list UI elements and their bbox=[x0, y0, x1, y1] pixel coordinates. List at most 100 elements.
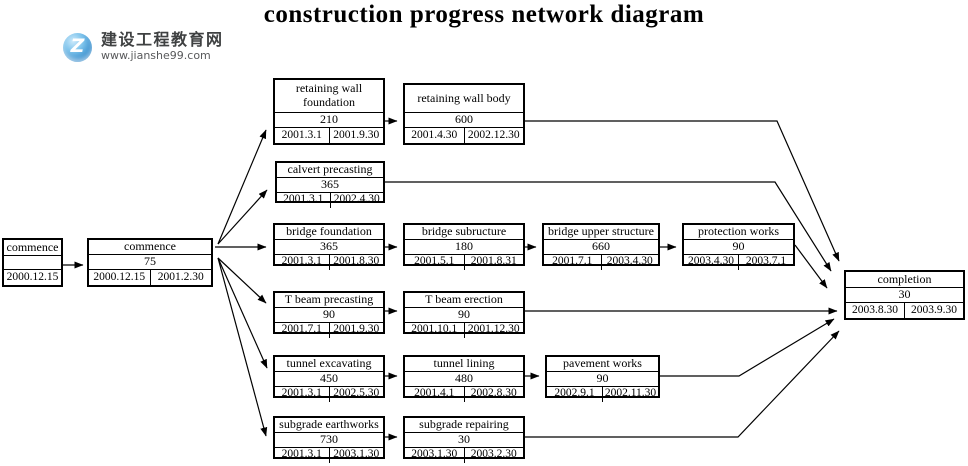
node-retaining-wall-foundation: retaining wall foundation 210 2001.3.1 2… bbox=[273, 78, 385, 145]
node-title: retaining wall foundation bbox=[275, 80, 383, 114]
node-dates: 2001.3.1 2002.5.30 bbox=[275, 386, 384, 402]
node-duration: 210 bbox=[275, 112, 383, 128]
node-dates: 2001.3.1 2001.9.30 bbox=[275, 128, 383, 143]
node-dates: 2000.12.15 bbox=[4, 270, 61, 285]
end-date: 2002.11.30 bbox=[602, 386, 658, 402]
node-title: completion bbox=[846, 272, 963, 289]
node-dates: 2002.9.1 2002.11.30 bbox=[547, 386, 658, 402]
edge-commence-tunnel-excavating bbox=[217, 257, 268, 369]
node-duration bbox=[4, 256, 61, 270]
edge-pavement-completion bbox=[660, 318, 835, 377]
node-title: retaining wall body bbox=[405, 85, 523, 114]
end-date: 2001.2.30 bbox=[149, 270, 212, 285]
node-duration: 75 bbox=[89, 254, 211, 270]
node-duration: 90 bbox=[547, 371, 658, 387]
start-date: 2001.7.1 bbox=[281, 323, 322, 336]
node-title: tunnel lining bbox=[405, 356, 523, 372]
node-tbeam-erection: T beam erection 90 2001.10.1 2001.12.30 bbox=[403, 291, 525, 338]
start-date: 2002.9.1 bbox=[554, 387, 595, 400]
start-date: 2001.3.1 bbox=[281, 255, 322, 268]
node-calvert-precasting: calvert precasting 365 2001.3.1 2002.4.3… bbox=[275, 161, 385, 208]
logo-site-name: 建设工程教育网 bbox=[101, 30, 224, 49]
node-dates: 2001.10.1 2001.12.30 bbox=[405, 322, 524, 338]
node-dates: 2003.1.30 2003.2.30 bbox=[405, 447, 524, 463]
node-subgrade-earthworks: subgrade earthworks 730 2001.3.1 2003.1.… bbox=[273, 416, 385, 463]
node-dates: 2001.3.1 2001.8.30 bbox=[275, 254, 384, 270]
node-title: bridge foundation bbox=[275, 224, 383, 240]
node-dates: 2003.4.30 2003.7.1 bbox=[684, 254, 793, 270]
page-title: construction progress network diagram bbox=[263, 1, 705, 28]
node-start: commence 2000.12.15 bbox=[2, 238, 63, 287]
node-dates: 2001.7.1 2001.9.30 bbox=[275, 322, 384, 338]
start-date: 2003.4.30 bbox=[688, 255, 734, 268]
start-date: 2001.10.1 bbox=[411, 323, 458, 336]
node-duration: 450 bbox=[275, 371, 383, 387]
edge-commence-tbeam-precasting bbox=[217, 257, 267, 304]
logo-circle-icon: Z bbox=[63, 33, 92, 62]
end-date: 2003.4.30 bbox=[600, 254, 659, 270]
start-date: 2001.3.1 bbox=[281, 448, 322, 461]
node-title: commence bbox=[89, 239, 211, 256]
node-duration: 480 bbox=[405, 371, 523, 387]
node-tbeam-precasting: T beam precasting 90 2001.7.1 2001.9.30 bbox=[273, 291, 385, 338]
node-title: calvert precasting bbox=[277, 162, 383, 178]
node-dates: 2001.4.30 2002.12.30 bbox=[405, 128, 523, 143]
node-subgrade-repairing: subgrade repairing 30 2003.1.30 2003.2.3… bbox=[403, 416, 525, 463]
end-date: 2002.12.30 bbox=[463, 128, 524, 143]
node-dates: 2000.12.15 2001.2.30 bbox=[89, 270, 211, 285]
node-title: T beam precasting bbox=[275, 292, 383, 308]
end-date: 2001.8.30 bbox=[328, 254, 384, 270]
node-duration: 365 bbox=[275, 239, 383, 255]
end-date: 2001.9.30 bbox=[328, 128, 384, 143]
start-date: 2001.4.30 bbox=[411, 128, 458, 141]
node-title: subgrade repairing bbox=[405, 417, 523, 433]
end-date: 2003.7.1 bbox=[738, 254, 793, 270]
node-retaining-wall-body: retaining wall body 600 2001.4.30 2002.1… bbox=[403, 83, 525, 145]
start-date: 2001.4.1 bbox=[414, 387, 455, 400]
node-tunnel-excavating: tunnel excavating 450 2001.3.1 2002.5.30 bbox=[273, 355, 385, 402]
edge-commence-subgrade-earthworks bbox=[217, 257, 268, 437]
node-duration: 30 bbox=[846, 287, 963, 303]
end-date: 2002.5.30 bbox=[328, 386, 384, 402]
node-duration: 90 bbox=[275, 307, 383, 323]
node-title: bridge subructure bbox=[405, 224, 523, 240]
end-date: 2001.8.31 bbox=[463, 254, 524, 270]
end-date: 2003.2.30 bbox=[463, 447, 524, 463]
logo-text: 建设工程教育网 www.jianshe99.com bbox=[101, 31, 224, 62]
node-protection-works: protection works 90 2003.4.30 2003.7.1 bbox=[682, 223, 795, 270]
node-title: tunnel excavating bbox=[275, 356, 383, 372]
start-date: 2001.3.1 bbox=[281, 387, 322, 400]
node-title: T beam erection bbox=[405, 292, 523, 308]
start-date: 2001.5.1 bbox=[414, 255, 455, 268]
node-dates: 2001.3.1 2002.4.30 bbox=[277, 192, 384, 208]
node-completion: completion 30 2003.8.30 2003.9.30 bbox=[844, 270, 965, 320]
start-date: 2001.3.1 bbox=[281, 128, 322, 141]
logo-site-url: www.jianshe99.com bbox=[101, 48, 211, 62]
node-title: protection works bbox=[684, 224, 793, 240]
start-date: 2001.7.1 bbox=[552, 255, 593, 268]
node-bridge-foundation: bridge foundation 365 2001.3.1 2001.8.30 bbox=[273, 223, 385, 270]
node-title: pavement works bbox=[547, 356, 658, 372]
end-date: 2001.12.30 bbox=[463, 322, 524, 338]
end-date: 2003.9.30 bbox=[904, 303, 963, 318]
node-duration: 90 bbox=[405, 307, 523, 323]
node-bridge-substructure: bridge subructure 180 2001.5.1 2001.8.31 bbox=[403, 223, 525, 270]
node-duration: 90 bbox=[684, 239, 793, 255]
start-date: 2000.12.15 bbox=[93, 270, 146, 283]
node-duration: 365 bbox=[277, 177, 383, 193]
node-dates: 2001.4.1 2002.8.30 bbox=[405, 386, 524, 402]
end-date: 2001.9.30 bbox=[328, 322, 384, 338]
jianshe99-logo: Z 建设工程教育网 www.jianshe99.com bbox=[63, 31, 224, 62]
node-duration: 660 bbox=[544, 239, 658, 255]
end-date: 2002.8.30 bbox=[463, 386, 524, 402]
end-date: 2002.4.30 bbox=[329, 192, 384, 208]
edge-protection-completion bbox=[794, 244, 828, 289]
node-bridge-upper-structure: bridge upper structure 660 2001.7.1 2003… bbox=[542, 223, 660, 270]
node-commence: commence 75 2000.12.15 2001.2.30 bbox=[87, 238, 213, 287]
end-date: 2003.1.30 bbox=[328, 447, 384, 463]
node-duration: 600 bbox=[405, 112, 523, 128]
start-date: 2003.1.30 bbox=[411, 448, 458, 461]
node-pavement-works: pavement works 90 2002.9.1 2002.11.30 bbox=[545, 355, 660, 402]
node-title: commence bbox=[4, 240, 61, 256]
